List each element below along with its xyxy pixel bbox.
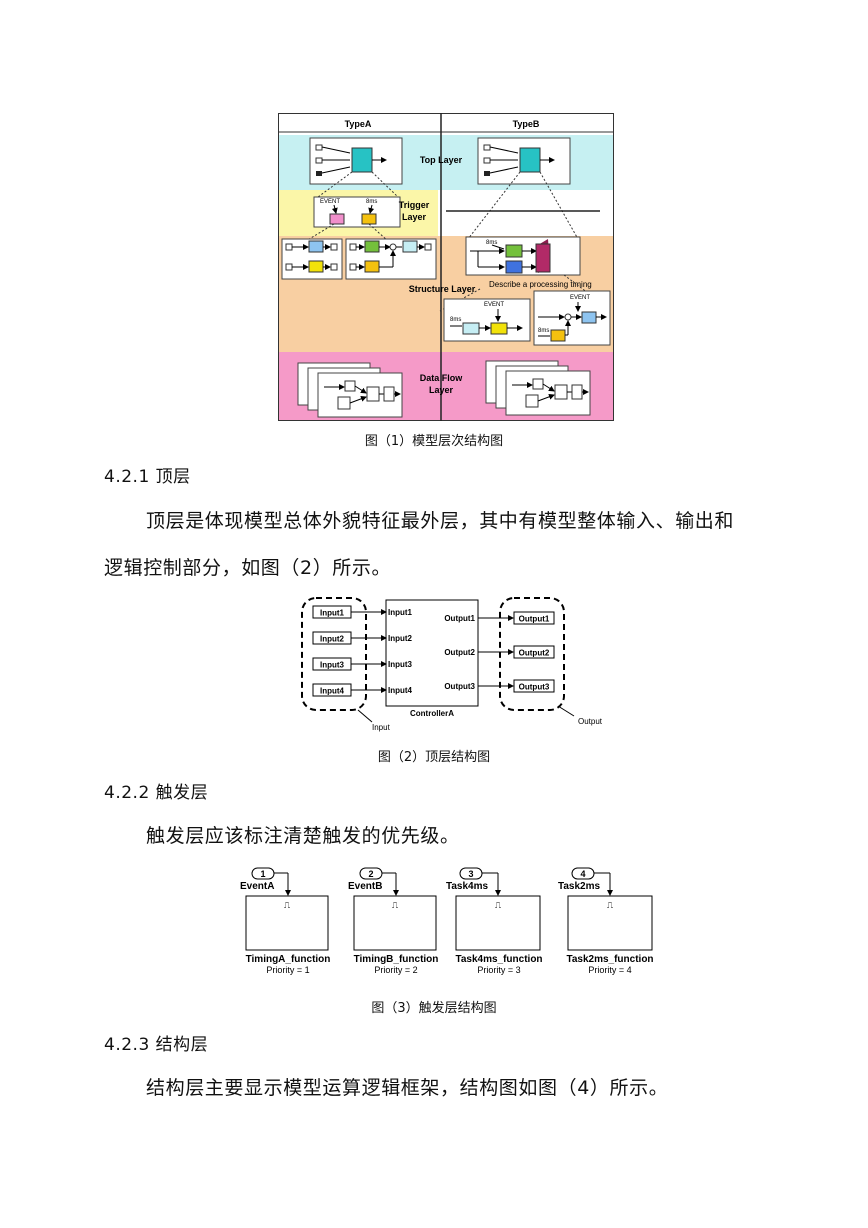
figure2-caption: 图（2）顶层结构图 <box>377 750 491 765</box>
structure-block-b1: EVENT 8ms <box>443 298 531 342</box>
trigger-block-4: 4 Task2ms ⎍ Task2ms_function Priority = … <box>558 867 654 975</box>
svg-text:Priority = 4: Priority = 4 <box>588 965 631 975</box>
block-output-3: Output3 <box>444 682 475 691</box>
top-layer-diagram: Input1 Input2 Input3 Input4 Input1 Input… <box>301 597 603 732</box>
block-output-1: Output1 <box>444 614 475 623</box>
section-4-2-2-heading: 4.2.2 触发层 <box>104 783 209 803</box>
svg-text:Task4ms_function: Task4ms_function <box>455 954 542 965</box>
controller-name: ControllerA <box>410 709 454 718</box>
trigger-edge-icon: ⎍ <box>495 900 502 910</box>
trigger-block-3: 3 Task4ms ⎍ Task4ms_function Priority = … <box>446 867 543 975</box>
svg-text:Output3: Output3 <box>519 683 550 692</box>
svg-text:TimingA_function: TimingA_function <box>246 954 331 965</box>
output-group-label: Output <box>578 717 603 726</box>
svg-text:Input1: Input1 <box>320 609 345 618</box>
svg-text:EventB: EventB <box>348 881 382 892</box>
b1-event-label: EVENT <box>484 302 504 308</box>
svg-text:1: 1 <box>260 869 265 879</box>
trigger-ms-label: 8ms <box>366 199 377 205</box>
section-4-2-1-heading: 4.2.1 顶层 <box>104 467 191 487</box>
structure-ms-label: 8ms <box>486 240 497 246</box>
paragraph-2-line-1: 触发层应该标注清楚触发的优先级。 <box>146 825 460 847</box>
svg-text:Output2: Output2 <box>519 649 550 658</box>
header-band <box>278 113 614 135</box>
input-port-3: Input3 <box>312 657 387 671</box>
block-input-3: Input3 <box>388 660 413 669</box>
trigger-layer-label-1: Trigger <box>399 200 430 210</box>
svg-text:Priority = 3: Priority = 3 <box>477 965 520 975</box>
input-port-2: Input2 <box>312 631 387 645</box>
structure-layer-label: Structure Layer <box>409 284 476 294</box>
top-layer-label: Top Layer <box>420 155 463 165</box>
svg-text:Output1: Output1 <box>519 615 550 624</box>
trigger-edge-icon: ⎍ <box>607 900 614 910</box>
col-type-a: TypeA <box>345 119 372 129</box>
trigger-edge-icon: ⎍ <box>284 900 291 910</box>
trigger-layer-label-2: Layer <box>402 212 427 222</box>
svg-text:Input2: Input2 <box>320 635 345 644</box>
block-input-2: Input2 <box>388 634 413 643</box>
trigger-layer-diagram: 1 EventA ⎍ TimingA_function Priority = 1… <box>240 867 654 975</box>
trigger-event-label: EVENT <box>320 199 340 205</box>
svg-text:EventA: EventA <box>240 881 274 892</box>
section-4-2-3-heading: 4.2.3 结构层 <box>104 1035 209 1055</box>
block-output-2: Output2 <box>444 648 475 657</box>
trigger-block-2: 2 EventB ⎍ TimingB_function Priority = 2 <box>348 867 439 975</box>
svg-text:3: 3 <box>468 869 473 879</box>
svg-text:Task2ms: Task2ms <box>558 881 601 892</box>
b1-ms-label: 8ms <box>450 317 461 323</box>
trigger-edge-icon: ⎍ <box>392 900 399 910</box>
top-layer-block-a <box>309 137 403 185</box>
figure3-caption: 图（3）触发层结构图 <box>371 1001 497 1016</box>
block-input-1: Input1 <box>388 608 413 617</box>
paragraph-3-line-1: 结构层主要显示模型运算逻辑框架，结构图如图（4）所示。 <box>146 1077 669 1099</box>
dataflow-label-2: Layer <box>429 385 454 395</box>
trigger-layer-band-b <box>438 190 614 236</box>
structure-block-a2 <box>345 238 437 280</box>
input-group-box <box>301 597 367 711</box>
svg-text:Input3: Input3 <box>320 661 345 670</box>
svg-text:Task4ms: Task4ms <box>446 881 489 892</box>
top-layer-block-b <box>477 137 571 185</box>
block-input-4: Input4 <box>388 686 413 695</box>
output-port-1: Output1 <box>478 611 555 625</box>
col-type-b: TypeB <box>513 119 540 129</box>
svg-text:TimingB_function: TimingB_function <box>354 954 439 965</box>
svg-text:Priority = 1: Priority = 1 <box>266 965 309 975</box>
svg-text:4: 4 <box>580 869 585 879</box>
input-port-1: Input1 <box>312 605 387 619</box>
svg-text:Task2ms_function: Task2ms_function <box>566 954 653 965</box>
svg-text:Priority = 2: Priority = 2 <box>374 965 417 975</box>
input-group-label: Input <box>372 723 391 732</box>
dataflow-label-1: Data Flow <box>420 373 464 383</box>
controller-block <box>385 599 479 707</box>
describe-timing-label: Describe a processing timing <box>489 280 592 289</box>
structure-block-a1 <box>281 238 343 280</box>
model-layer-diagram: TypeA TypeB Top Layer EVENT 8ms <box>278 113 614 421</box>
b2-ms-label: 8ms <box>538 328 549 334</box>
output-port-3: Output3 <box>478 679 555 693</box>
paragraph-1-line-1: 顶层是体现模型总体外貌特征最外层，其中有模型整体输入、输出和 <box>146 510 735 532</box>
structure-block-b-main: 8ms <box>465 236 581 276</box>
output-port-2: Output2 <box>478 645 555 659</box>
output-group-box <box>499 597 565 711</box>
svg-text:2: 2 <box>368 869 373 879</box>
figure1-caption: 图（1）模型层次结构图 <box>364 434 504 449</box>
dataflow-stack-b <box>485 360 591 416</box>
svg-text:Input4: Input4 <box>320 687 345 696</box>
trigger-block-a: EVENT 8ms <box>313 196 401 228</box>
dataflow-stack-a <box>297 362 403 418</box>
b2-event-label: EVENT <box>570 295 590 301</box>
paragraph-1-line-2: 逻辑控制部分，如图（2）所示。 <box>104 557 392 579</box>
input-port-4: Input4 <box>312 683 387 697</box>
structure-block-b2: EVENT 8ms <box>533 290 611 346</box>
trigger-block-1: 1 EventA ⎍ TimingA_function Priority = 1 <box>240 867 331 975</box>
